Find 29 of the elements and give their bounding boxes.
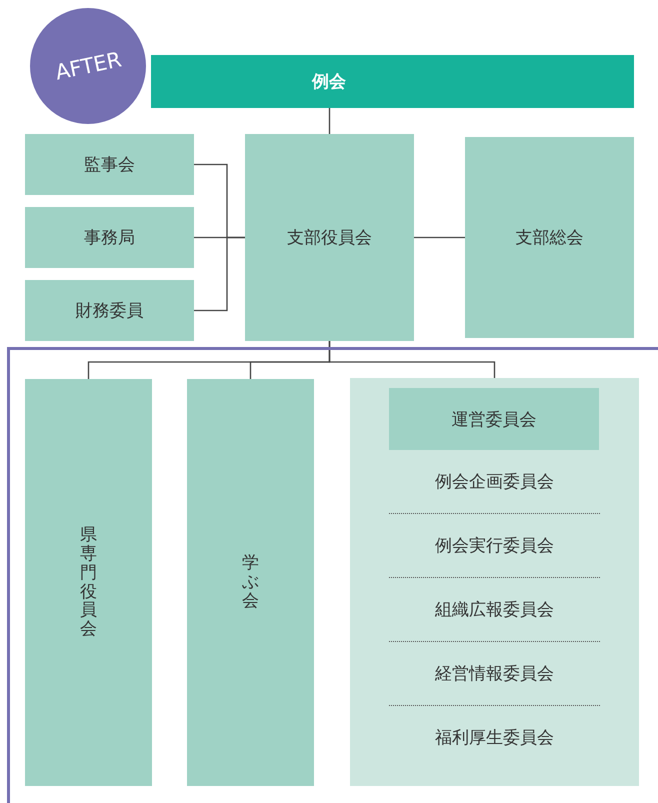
org-box (245, 134, 414, 341)
header-band (151, 55, 634, 108)
connector-line (328, 341, 496, 378)
connector-line (194, 236, 245, 312)
node-label: 支部総会 (516, 227, 584, 249)
org-box (389, 388, 599, 450)
org-box (25, 280, 194, 341)
connector-line (328, 108, 330, 134)
committee-label: 福利厚生委員会 (434, 727, 555, 750)
node-label: 例会 (312, 71, 346, 93)
node-label: 財務委員 (76, 300, 144, 322)
org-box (187, 379, 314, 786)
section-frame (7, 347, 658, 803)
org-box (25, 207, 194, 268)
org-box (465, 137, 634, 338)
node-label: 運営委員会 (452, 408, 536, 430)
committee-panel (350, 378, 639, 786)
node-label: 監事会 (84, 154, 135, 176)
node-label: 学ぶ会 (242, 554, 259, 611)
badge-label: AFTER (52, 47, 124, 85)
committee-label: 組織広報委員会 (389, 578, 600, 642)
org-box (25, 134, 194, 195)
committee-label: 経営情報委員会 (389, 642, 600, 706)
committee-label: 例会実行委員会 (389, 514, 600, 578)
node-label: 県専門役員会 (80, 526, 97, 639)
connector-line (414, 236, 465, 238)
node-label: 事務局 (84, 227, 135, 249)
org-box (25, 379, 152, 786)
node-label: 支部役員会 (287, 227, 372, 249)
